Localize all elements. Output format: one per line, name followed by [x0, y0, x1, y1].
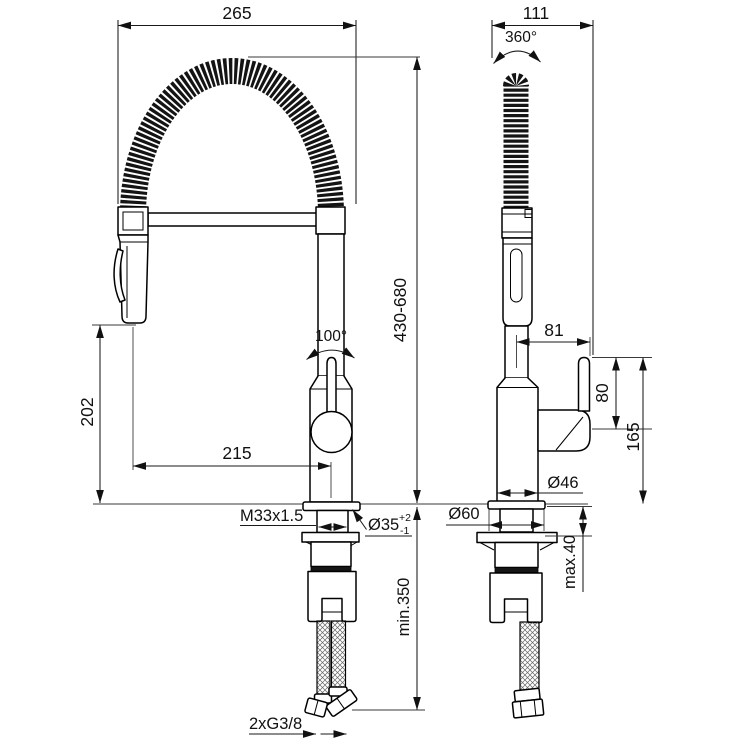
- mounting-nut-side: [489, 572, 543, 624]
- base-plate-front: [301, 531, 360, 543]
- spout-column-front: [317, 233, 345, 377]
- dim-deck-max-label: max.40: [561, 535, 579, 589]
- mounting-nut-front: [307, 570, 357, 623]
- spray-head-front: [117, 234, 149, 324]
- dim-handle-swivel-label: 100°: [315, 328, 347, 345]
- side-view: [476, 73, 591, 719]
- mixer-lever-side: [577, 356, 591, 412]
- dim-hole-tol-minus: -1: [400, 525, 409, 537]
- spray-button: [510, 248, 523, 303]
- swivel-joint: [310, 410, 353, 454]
- faucet-body-side: [496, 377, 539, 503]
- mounting-body-front: [310, 541, 352, 568]
- hose-side: [519, 621, 540, 691]
- dim-side-width-label: 111: [523, 3, 550, 23]
- dim-spout-swivel-label: 360°: [505, 29, 537, 46]
- dim-height-range-label: 430-680: [390, 278, 410, 342]
- dim-body-dia-label: Ø46: [547, 474, 578, 492]
- dim-front-width-label: 265: [222, 3, 251, 23]
- threaded-shank-side: [499, 508, 534, 533]
- spring-spout-front: [120, 58, 344, 215]
- spray-head-side: [502, 237, 533, 327]
- base-flange-front: [302, 501, 361, 512]
- dim-hole-tol-plus: +2: [399, 512, 411, 524]
- dim-head-drop-label: 202: [77, 397, 97, 426]
- dim-handle-reach-label: 81: [544, 320, 563, 340]
- hose-fitting-side: [511, 687, 545, 719]
- dim-hose-min-label: min.350: [395, 578, 413, 637]
- handle-housing-side: [537, 409, 591, 452]
- front-view: [113, 58, 361, 718]
- dimension-annotations: 265 430-680 min.350 202 215 M33x1.5 Ø35 …: [77, 3, 652, 738]
- support-bar: [147, 212, 319, 227]
- hose-left: [316, 620, 331, 696]
- dim-hose-thread-label: 2xG3/8: [249, 715, 302, 733]
- mounting-body-side: [494, 541, 539, 569]
- dim-reach-label: 215: [222, 443, 251, 463]
- threaded-shank-front: [316, 509, 349, 534]
- base-plate-side: [476, 531, 558, 544]
- spray-lever-front: [113, 248, 126, 303]
- mixer-lever-front: [326, 356, 337, 413]
- dim-hole-dia-label: Ø35: [368, 516, 399, 534]
- dim-base-dia-label: Ø60: [448, 505, 479, 523]
- spout-top-block-front: [315, 206, 346, 235]
- base-flange-side: [487, 500, 546, 510]
- dim-thread-label: M33x1.5: [240, 507, 303, 525]
- dim-body-height-label: 165: [623, 422, 643, 451]
- spray-head-mount-side: [501, 207, 533, 239]
- hose-fitting-right: [325, 689, 358, 717]
- dim-handle-rise-label: 80: [592, 383, 612, 403]
- hose-right: [330, 620, 347, 689]
